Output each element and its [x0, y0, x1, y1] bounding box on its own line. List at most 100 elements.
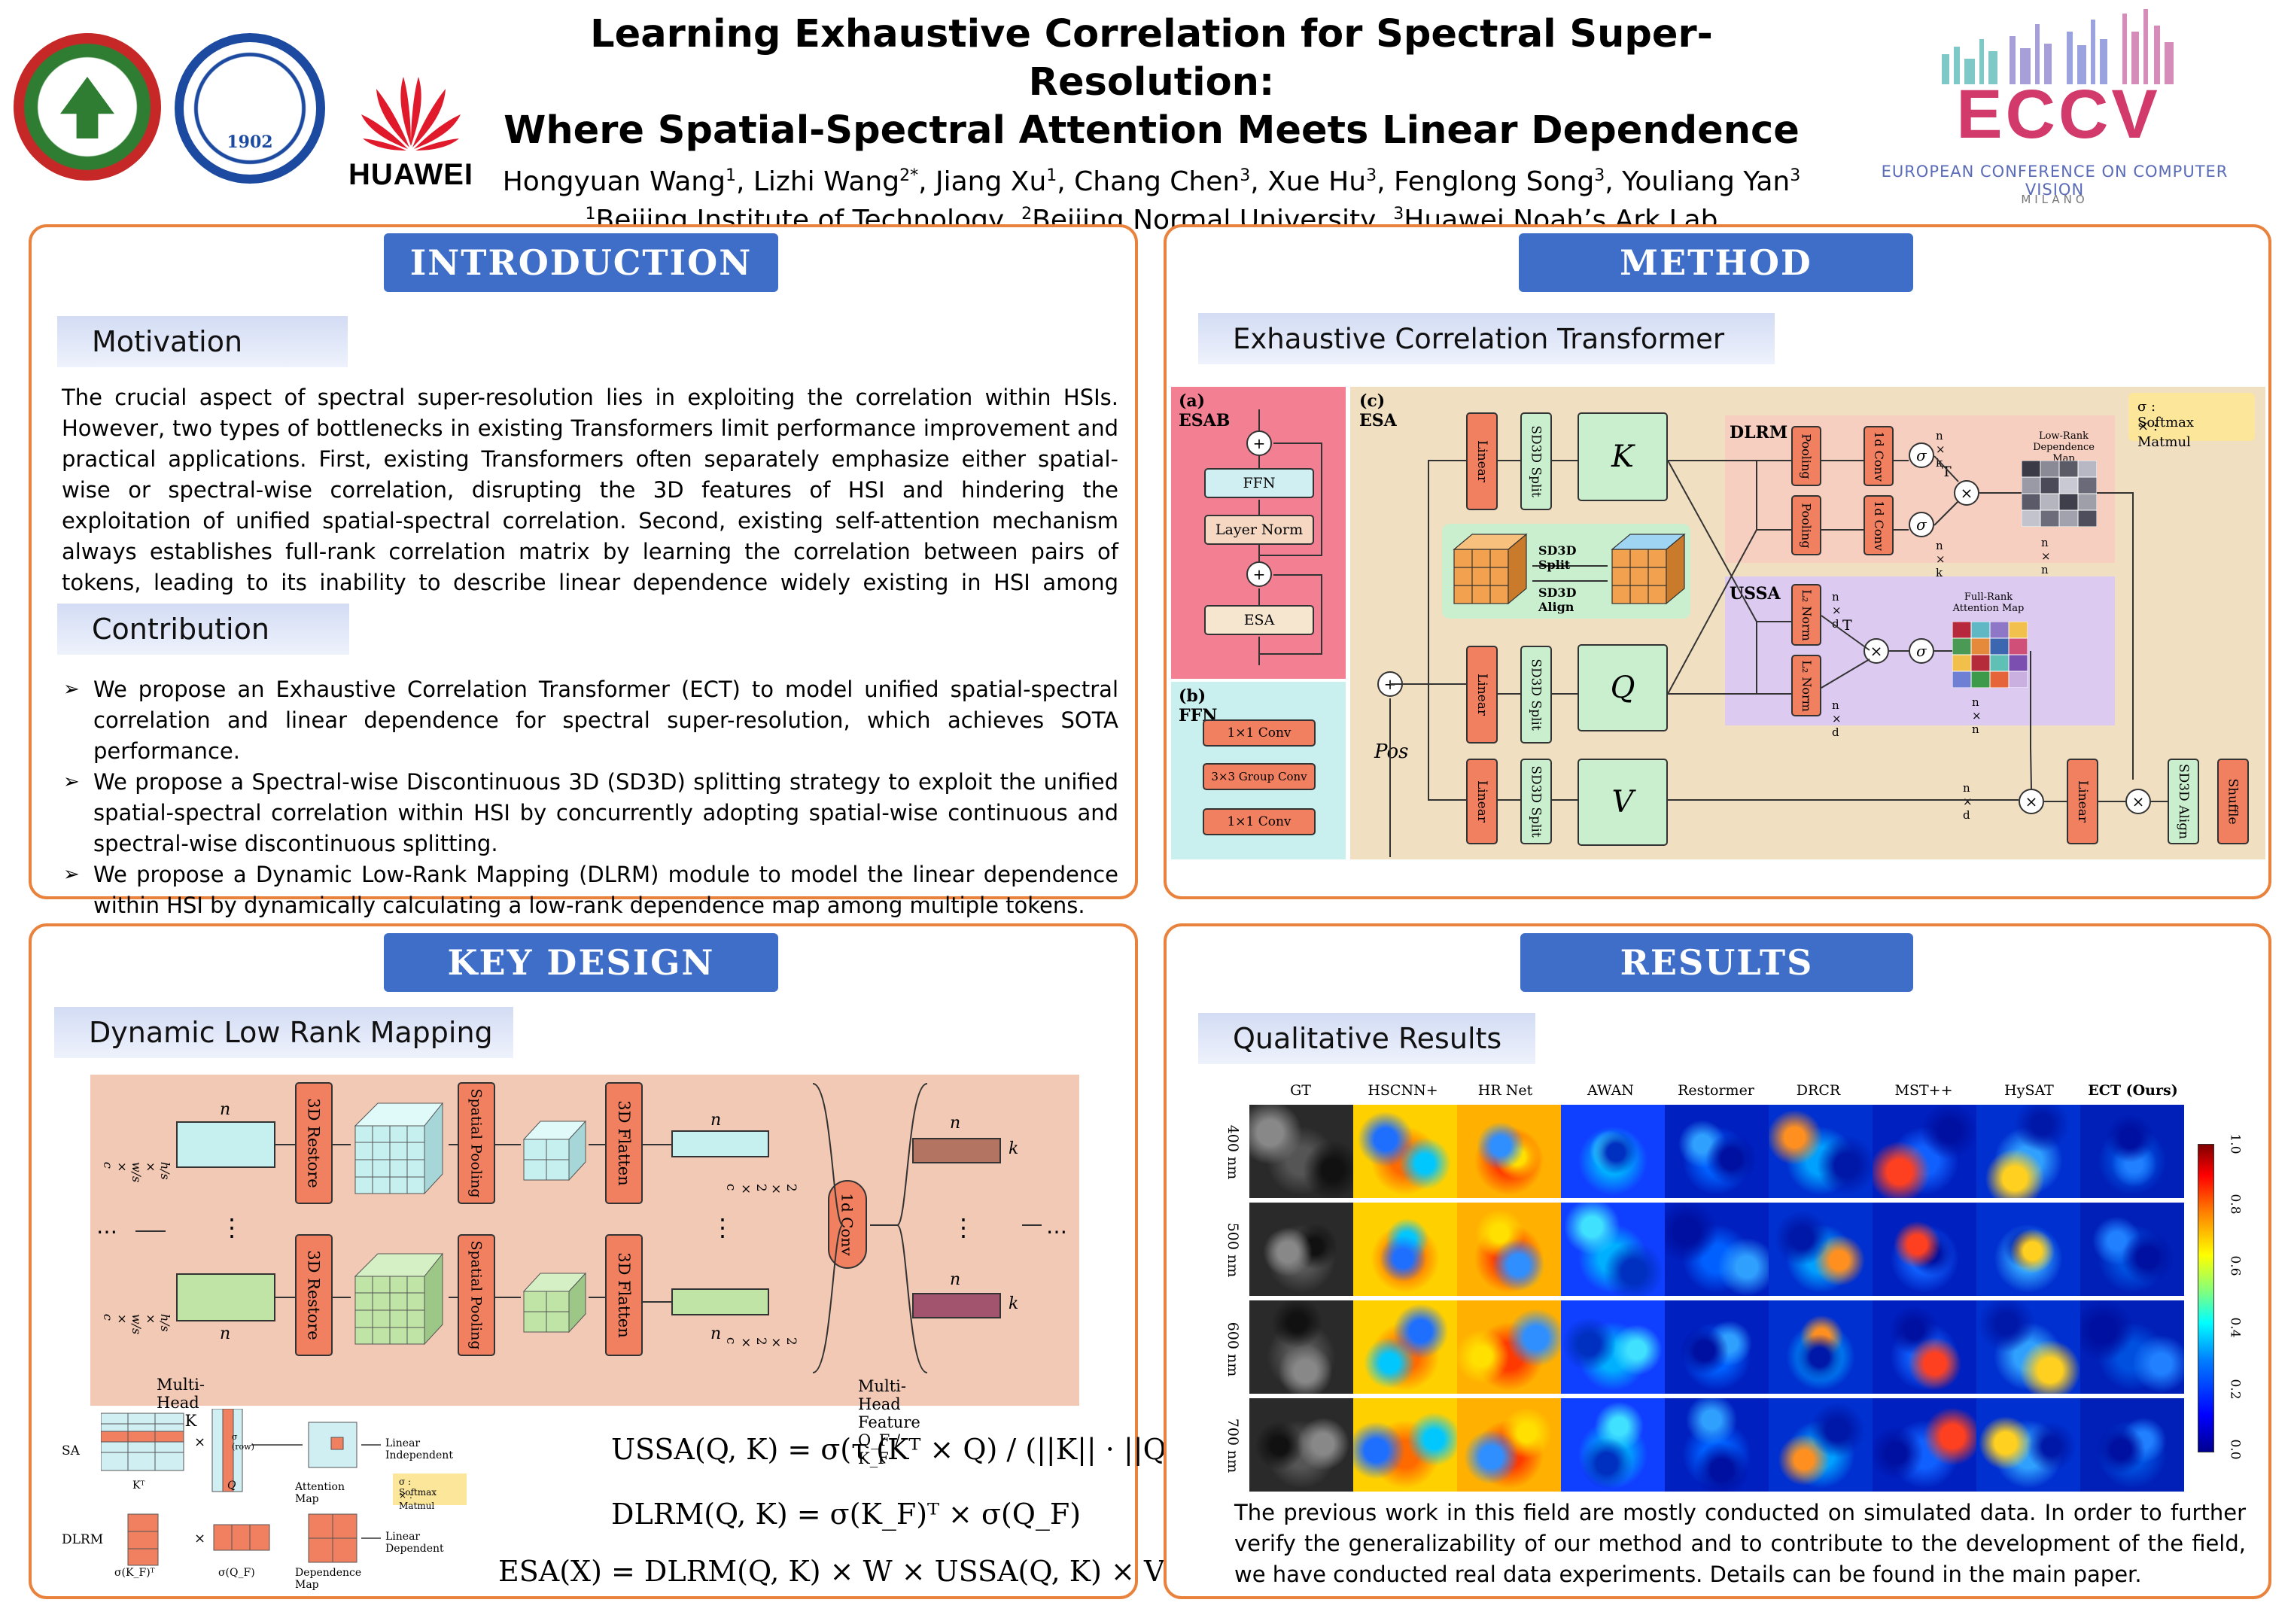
- dlrm-row-label: DLRM: [62, 1532, 104, 1547]
- multihead-feature-top: [912, 1138, 1001, 1163]
- dim-nd: n × d: [1832, 698, 1842, 739]
- error-heatmap: [1457, 1300, 1561, 1394]
- flat-dim-n: n: [710, 1324, 722, 1343]
- pooled-cubes-cyan-icon: [522, 1120, 587, 1182]
- author: Youliang Yan3: [1622, 166, 1801, 197]
- contribution-item: We propose a Dynamic Low-Rank Mapping (D…: [62, 859, 1118, 921]
- l2norm-block: L₂ Norm: [1791, 655, 1821, 716]
- author: Xue Hu3: [1267, 166, 1377, 197]
- 3d-restore-block: 3D Restore: [295, 1234, 333, 1356]
- error-heatmap: [2080, 1203, 2184, 1296]
- results-banner: Results: [1520, 933, 1913, 992]
- error-heatmap: [1873, 1300, 1976, 1394]
- pooling-block: Pooling: [1791, 426, 1821, 486]
- motivation-heading: Motivation: [57, 316, 348, 367]
- error-heatmap: [1873, 1105, 1976, 1198]
- linear-v-block: Linear: [1466, 759, 1498, 844]
- matmul-icon: ×: [2019, 789, 2044, 814]
- sd3d-align-block: SD3D Align: [2168, 759, 2199, 844]
- dim-nn: n × n: [2041, 536, 2051, 576]
- sd3d-align-caption: SD3D Align: [1538, 585, 1577, 614]
- error-heatmap: [1561, 1203, 1665, 1296]
- feat-dim-k: k: [1009, 1294, 1019, 1313]
- contribution-heading: Contribution: [57, 604, 349, 655]
- error-heatmap: [1769, 1203, 1873, 1296]
- esa-label: (c) ESA: [1359, 391, 1397, 430]
- method-column-label: HySAT: [2004, 1082, 2054, 1099]
- svg-text:×: ×: [194, 1531, 205, 1546]
- colorbar-tick: 0.4: [2227, 1317, 2243, 1338]
- method-column-label: Restormer: [1678, 1082, 1754, 1099]
- multihead-feature-caption: Multi-Head Feature Q_F / K_F: [858, 1377, 920, 1467]
- dlrm-figure-arrows: [135, 1083, 1042, 1373]
- wavelength-row-label: 400 nm: [1225, 1124, 1241, 1180]
- multihead-feature-bottom: [912, 1293, 1001, 1318]
- gt-image: [1249, 1300, 1353, 1394]
- flattened-token-bottom: [671, 1288, 769, 1315]
- introduction-banner: Introduction: [384, 233, 778, 292]
- linear-independent-label: Linear Independent: [385, 1437, 453, 1461]
- svg-text:×: ×: [194, 1434, 205, 1450]
- colorbar-tick: 0.6: [2227, 1255, 2243, 1276]
- error-heatmap: [2080, 1398, 2184, 1492]
- wavelength-row-label: 700 nm: [1225, 1418, 1241, 1473]
- q-label: Q: [227, 1480, 236, 1492]
- equation-ussa: USSA(Q, K) = σ(τ (Kᵀ × Q) / (||K|| · ||Q…: [611, 1433, 1208, 1466]
- token-matrix-top: [176, 1121, 275, 1168]
- motivation-text: The crucial aspect of spectral super-res…: [62, 385, 1118, 626]
- pos-label: Pos: [1374, 741, 1409, 763]
- q-tensor: Q: [1578, 644, 1668, 731]
- l2norm-block: L₂ Norm: [1791, 584, 1821, 646]
- poster-title-line2: Where Spatial-Spectral Attention Meets L…: [504, 108, 1800, 153]
- legend-matmul: × : Matmul: [2137, 418, 2191, 450]
- sd3d-split-k-block: SD3D Split: [1520, 412, 1552, 510]
- eccv-logo: ECCV EUROPEAN CONFERENCE ON COMPUTER VIS…: [1859, 9, 2250, 212]
- transpose-mark: T: [1842, 617, 1852, 634]
- conv1x1-block: 1×1 Conv: [1203, 808, 1316, 835]
- error-heatmap: [1353, 1300, 1457, 1394]
- k-tensor: K: [1578, 412, 1668, 501]
- error-heatmap: [1873, 1203, 1976, 1296]
- method-column-label: AWAN: [1587, 1082, 1634, 1099]
- add-icon: +: [1246, 561, 1272, 587]
- error-heatmap: [2080, 1300, 2184, 1394]
- legend-box: [2128, 393, 2255, 441]
- method-subtitle: Exhaustive Correlation Transformer: [1198, 313, 1775, 364]
- group-conv-block: 3×3 Group Conv: [1203, 763, 1316, 790]
- key-design-banner: Key Design: [384, 933, 778, 992]
- method-column-label: MST++: [1894, 1082, 1953, 1099]
- sd3d-split-v-block: SD3D Split: [1520, 759, 1552, 844]
- spatial-pooling-block: Spatial Pooling: [458, 1234, 495, 1356]
- error-heatmap: [1457, 1203, 1561, 1296]
- voxel-cubes-cyan-icon: [354, 1102, 444, 1195]
- error-heatmap: [1873, 1398, 1976, 1492]
- ellipsis-left: ⋯: [96, 1219, 117, 1244]
- error-heatmap: [1976, 1300, 2080, 1394]
- error-heatmap: [1769, 1398, 1873, 1492]
- softmax-icon: σ: [1909, 442, 1934, 468]
- dim-nn: n × n: [1972, 695, 1982, 736]
- qualitative-results-heading: Qualitative Results: [1198, 1013, 1535, 1064]
- wavelength-row-label: 500 nm: [1225, 1222, 1241, 1278]
- layer-norm-block: Layer Norm: [1204, 515, 1314, 545]
- 3d-flatten-block: 3D Flatten: [605, 1082, 643, 1204]
- error-heatmap: [1665, 1105, 1769, 1198]
- method-column-label: HSCNN+: [1368, 1082, 1438, 1099]
- error-heatmap: [2080, 1105, 2184, 1198]
- vertical-dots: ⋮: [710, 1213, 735, 1242]
- error-heatmap: [1353, 1398, 1457, 1492]
- title-block: Learning Exhaustive Correlation for Spec…: [489, 11, 1814, 239]
- ffn-block: FFN: [1204, 468, 1314, 498]
- pooling-block: Pooling: [1791, 495, 1821, 555]
- results-description: The previous work in this field are most…: [1234, 1500, 2246, 1587]
- esab-arrows: [1258, 409, 1322, 665]
- token-matrix-bottom: [176, 1273, 275, 1321]
- feat-dim-k: k: [1009, 1139, 1019, 1158]
- sd3d-split-caption: SD3D Split: [1538, 543, 1577, 572]
- transpose-mark: T: [1942, 464, 1952, 480]
- method-column-label: ECT (Ours): [2088, 1082, 2178, 1099]
- gt-image: [1249, 1203, 1353, 1296]
- author: Chang Chen3: [1074, 166, 1251, 197]
- error-heatmap: [1353, 1203, 1457, 1296]
- colorbar-tick: 1.0: [2227, 1133, 2243, 1154]
